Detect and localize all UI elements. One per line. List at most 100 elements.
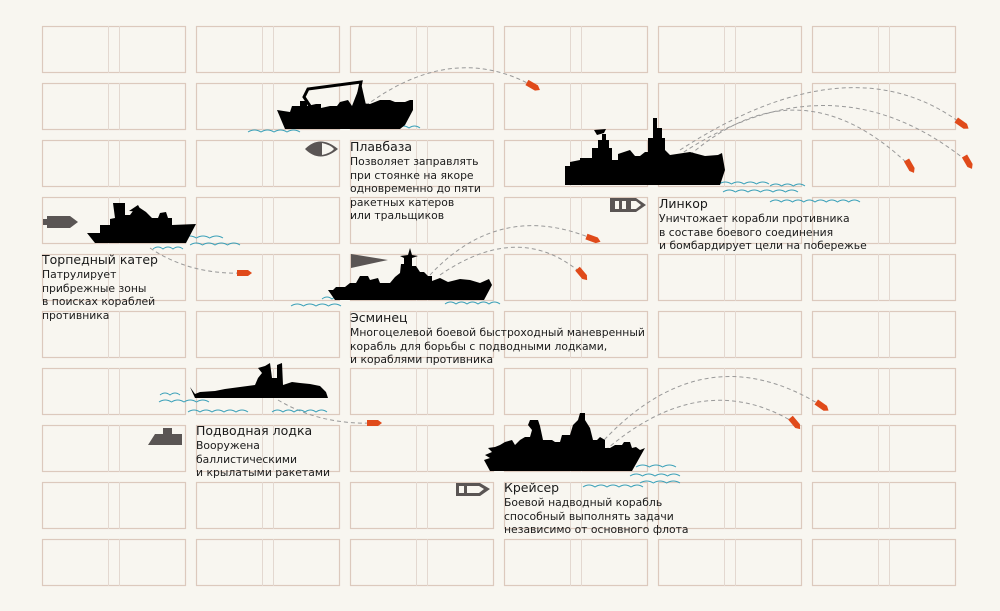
grid-cell — [811, 481, 957, 530]
grid-cell — [349, 367, 495, 416]
ship-submarine-silhouette — [190, 363, 328, 398]
eye-icon — [305, 141, 338, 157]
grid-cell — [195, 139, 341, 188]
missile-trajectories — [149, 67, 969, 456]
grid-cell — [657, 538, 803, 587]
missile-icon — [814, 399, 829, 411]
label-torpedo-boat: Торпедный катер Патрулирует прибрежные з… — [42, 252, 158, 322]
grid-cell — [195, 481, 341, 530]
grid-cell — [349, 481, 495, 530]
grid-cell — [811, 25, 957, 74]
grid-cell — [41, 424, 187, 473]
grid-cell — [657, 367, 803, 416]
wave-line — [769, 183, 806, 187]
ship-title: Подводная лодка — [196, 423, 313, 438]
missile-icon — [788, 415, 801, 430]
ship-title: Плавбаза — [350, 139, 413, 154]
grid-cell — [503, 538, 649, 587]
wave-line — [718, 181, 770, 185]
grid-cell — [349, 139, 495, 188]
grid-cell — [349, 25, 495, 74]
grid-cell — [349, 253, 495, 302]
ship-cruiser-silhouette — [484, 413, 645, 471]
ship-description: Боевой надводный корабль способный выпол… — [504, 496, 689, 537]
grid-cell — [657, 310, 803, 359]
missile-icon — [237, 270, 252, 276]
grid-cell — [811, 196, 957, 245]
grid-cell — [349, 310, 495, 359]
ship-esminets-silhouette — [328, 248, 492, 300]
wave-line — [152, 246, 184, 250]
grid-cell — [41, 310, 187, 359]
ship-description: Вооружена баллистическими и крылатыми ра… — [196, 439, 330, 480]
grid-cell — [657, 481, 803, 530]
grid-cell — [41, 196, 187, 245]
grid-cell — [41, 481, 187, 530]
ship-title: Эсминец — [350, 310, 408, 325]
grid-cell — [811, 253, 957, 302]
missile-icon — [954, 117, 969, 129]
grid-cell — [811, 424, 957, 473]
label-cruiser: Крейсер Боевой надводный корабль способн… — [504, 480, 689, 537]
missile-icon — [575, 266, 588, 281]
ship-description: Патрулирует прибрежные зоны в поисках ко… — [42, 268, 156, 322]
wave-line — [639, 480, 681, 484]
grid-cell — [657, 424, 803, 473]
wave-line — [247, 129, 301, 133]
grid-cell — [41, 139, 187, 188]
grid-cell — [503, 82, 649, 131]
grid-cell — [41, 367, 187, 416]
grid-cell — [195, 310, 341, 359]
trajectory-line — [599, 399, 796, 456]
label-plavbaza: Плавбаза Позволяет заправлять при стоянк… — [350, 139, 481, 223]
grid-cell — [503, 253, 649, 302]
ship-description: Многоцелевой боевой быстроходный маневре… — [350, 326, 645, 367]
grid-cell — [349, 424, 495, 473]
grid-cell — [811, 538, 957, 587]
trajectory-line — [149, 247, 245, 274]
grid-cell — [195, 253, 341, 302]
grid-cell — [195, 25, 341, 74]
ship-title: Линкор — [659, 196, 708, 211]
grid-cell — [811, 310, 957, 359]
wave-line — [159, 392, 181, 396]
grid-cell — [195, 424, 341, 473]
trajectory-line — [439, 246, 583, 276]
missile-icon — [585, 233, 601, 244]
wave-line — [187, 409, 249, 413]
grid-cell — [657, 196, 803, 245]
grid-cell — [195, 196, 341, 245]
trajectory-line — [277, 399, 375, 424]
trajectory-line — [359, 67, 534, 111]
ship-description: Позволяет заправлять при стоянке на якор… — [350, 155, 481, 223]
missile-icon — [525, 79, 540, 91]
waves — [152, 125, 861, 488]
trajectory-line — [429, 225, 594, 276]
submarine-marker-icon — [148, 428, 182, 445]
grid-cell — [503, 310, 649, 359]
wave-line — [444, 301, 501, 305]
grid-cell — [41, 82, 187, 131]
wave-line — [582, 484, 644, 488]
wave-line — [629, 473, 681, 477]
ship-torpedo-boat-silhouette — [87, 203, 196, 243]
wave-line — [290, 303, 342, 307]
battleship-marker-icon — [610, 198, 646, 212]
label-submarine: Подводная лодка Вооружена баллистическим… — [196, 423, 330, 480]
grid-cell — [41, 253, 187, 302]
cruiser-marker-icon — [456, 483, 490, 496]
label-linkor: Линкор Уничтожает корабли противника в с… — [659, 196, 867, 253]
grid-cell — [503, 196, 649, 245]
ship-linkor-silhouette — [565, 118, 725, 185]
grid-cell — [349, 196, 495, 245]
grid-cell — [503, 25, 649, 74]
ship-description: Уничтожает корабли противника в составе … — [659, 212, 867, 253]
missile-icon — [903, 158, 915, 173]
trajectory-line — [679, 87, 963, 151]
grid-cell — [503, 367, 649, 416]
wave-line — [722, 189, 799, 193]
grid-cell — [195, 538, 341, 587]
ship-title: Крейсер — [504, 480, 560, 495]
ship-title: Торпедный катер — [42, 252, 158, 267]
